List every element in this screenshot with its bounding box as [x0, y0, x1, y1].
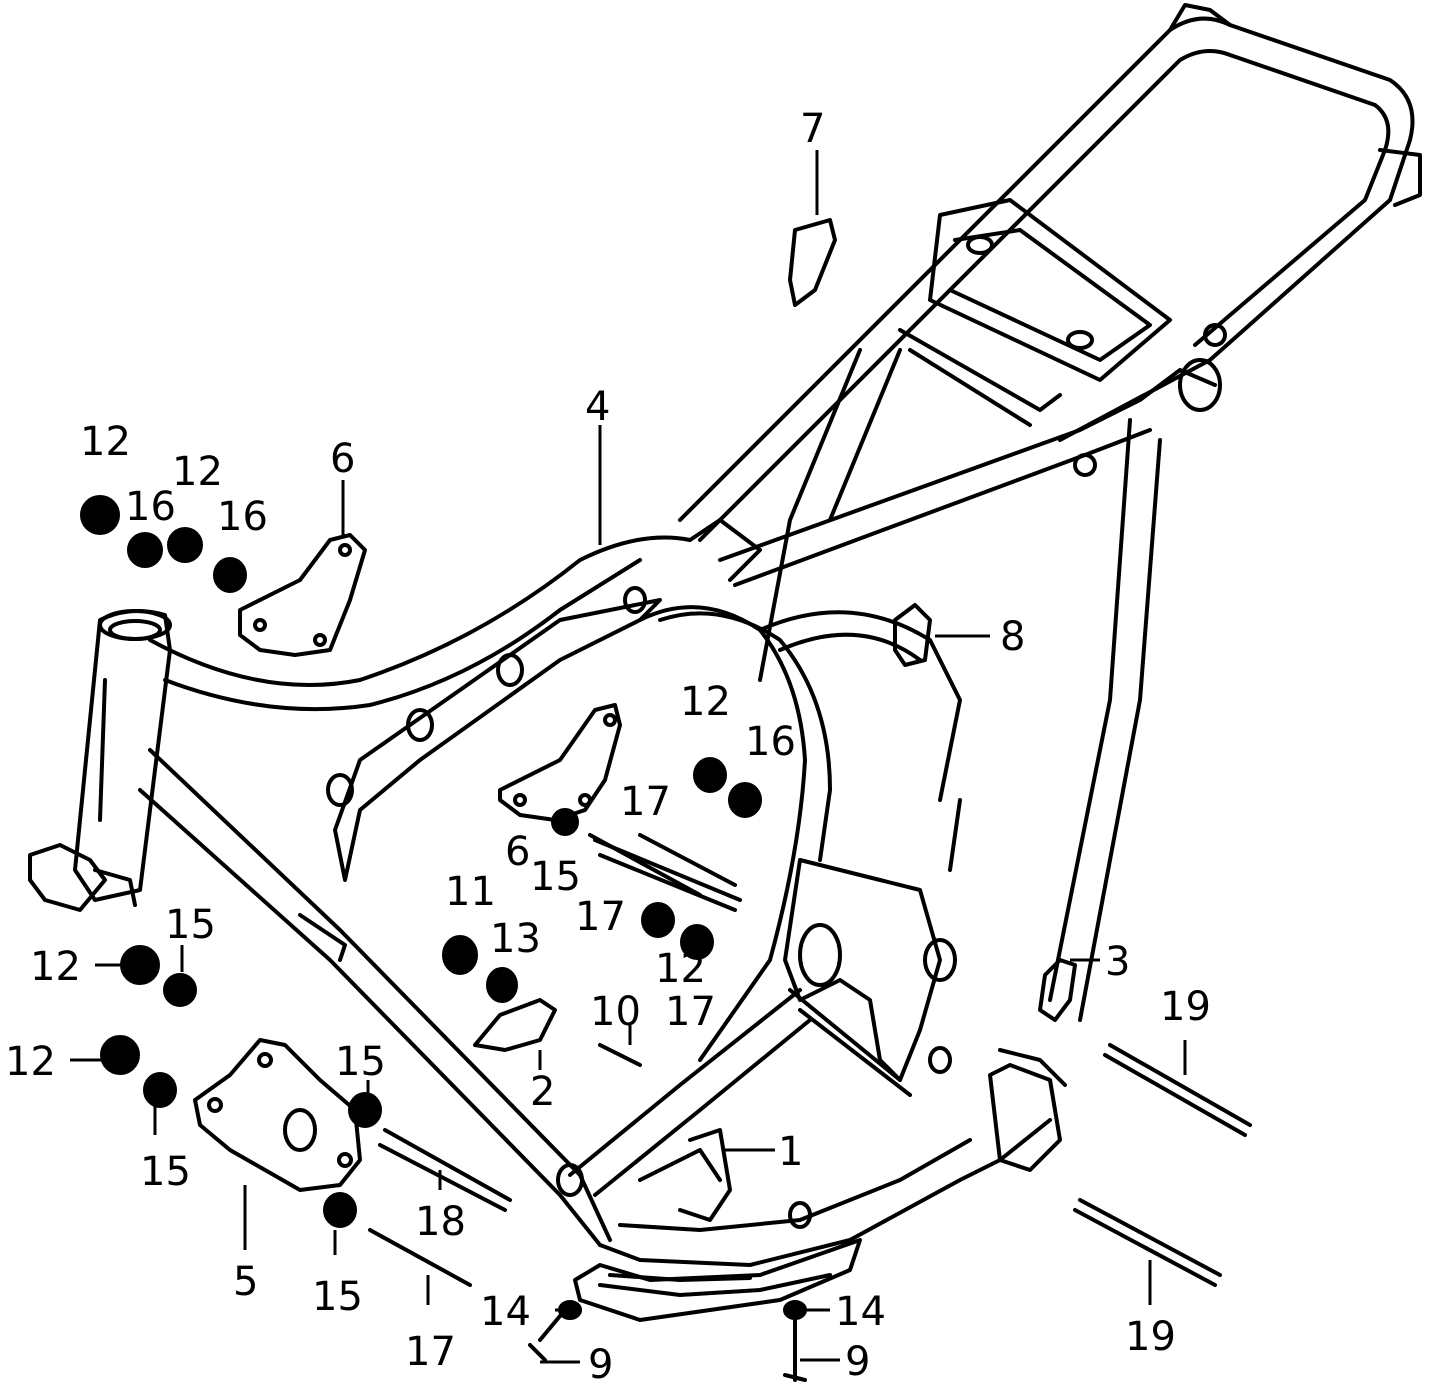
callout-12-d: 12: [655, 946, 706, 992]
callout-17-a: 17: [620, 779, 671, 825]
callout-16-b: 16: [217, 494, 268, 540]
callout-3: 3: [1105, 939, 1130, 985]
callout-11: 11: [445, 869, 496, 915]
callout-13: 13: [490, 916, 541, 962]
callout-12-a: 12: [80, 419, 131, 465]
callout-12-e: 12: [30, 944, 81, 990]
callout-10: 10: [590, 989, 641, 1035]
callout-9-a: 9: [588, 1342, 613, 1388]
callout-6-upper: 6: [330, 436, 355, 482]
callout-15-c: 15: [140, 1149, 191, 1195]
callout-18: 18: [415, 1199, 466, 1245]
callout-14-a: 14: [480, 1289, 531, 1335]
callout-15-d: 15: [335, 1039, 386, 1085]
callout-17-c: 17: [405, 1329, 456, 1375]
callout-5: 5: [233, 1259, 258, 1305]
callout-9-b: 9: [845, 1339, 870, 1385]
callout-8: 8: [1000, 614, 1025, 660]
callout-17-b: 17: [575, 894, 626, 940]
motorcycle-frame: [28, 3, 1422, 1322]
callout-15-b: 15: [165, 902, 216, 948]
callout-12-b: 12: [172, 449, 223, 495]
callout-12-c: 12: [680, 679, 731, 725]
callout-7: 7: [800, 106, 825, 152]
callout-4: 4: [585, 384, 610, 430]
callout-14-b: 14: [835, 1289, 886, 1335]
callout-labels: 7 4 6 8 12 16 12 16 12 16 17 6 15 17 11 …: [5, 106, 1211, 1388]
callout-2: 2: [530, 1069, 555, 1115]
callout-19-a: 19: [1160, 984, 1211, 1030]
leader-lines: [70, 150, 1187, 1364]
callout-15-e: 15: [312, 1274, 363, 1320]
callout-15-a: 15: [530, 854, 581, 900]
callout-6-lower: 6: [505, 829, 530, 875]
callout-16-d: 17: [665, 989, 716, 1035]
loose-parts: [80, 218, 1252, 1382]
callout-16-a: 16: [125, 484, 176, 530]
callout-12-f: 12: [5, 1039, 56, 1085]
callout-16-c: 16: [745, 719, 796, 765]
callout-19-b: 19: [1125, 1314, 1176, 1360]
callout-1: 1: [778, 1129, 803, 1175]
